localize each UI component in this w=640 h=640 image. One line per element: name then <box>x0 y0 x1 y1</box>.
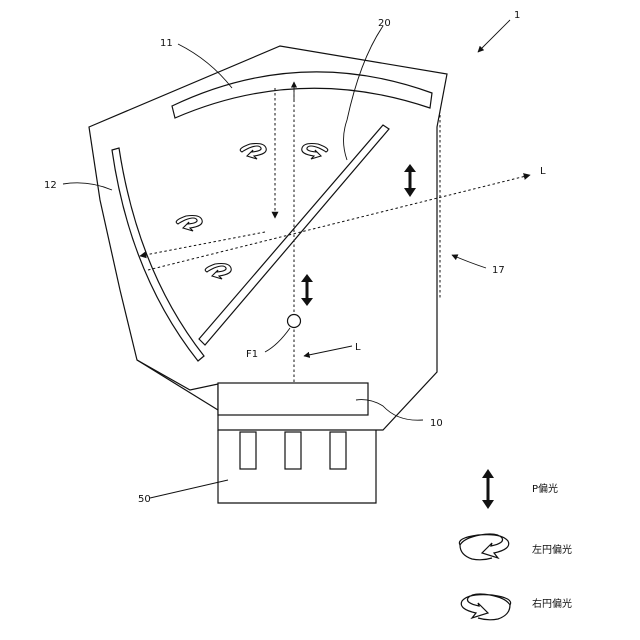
focus-point <box>288 315 301 328</box>
label-focus: F1 <box>246 349 258 360</box>
label-light-bottom: L <box>355 342 361 353</box>
legend-p-polarized-label: P偏光 <box>532 482 558 495</box>
label-mirror-top: 11 <box>160 38 173 49</box>
mirror-left <box>112 148 204 361</box>
legend-left-circular-label: 左円偏光 <box>532 543 572 556</box>
legend-right-circular-label: 右円偏光 <box>532 597 572 610</box>
label-beam-splitter: 20 <box>378 18 391 29</box>
label-window: 17 <box>492 265 505 276</box>
circular-polarization-icon <box>176 216 202 232</box>
ray-to-left-mirror <box>140 232 265 256</box>
circular-polarization-icon <box>205 264 231 280</box>
legend-right-circular-icon <box>461 594 510 620</box>
light-source-box <box>218 383 368 415</box>
label-light-source: 10 <box>430 418 443 429</box>
legend-left-circular-icon <box>459 534 508 560</box>
legend-p-polarized-arrow <box>482 469 494 509</box>
label-base: 50 <box>138 494 151 505</box>
base-pin-1 <box>240 432 256 469</box>
leader-1 <box>478 20 510 52</box>
leader-50 <box>150 480 228 498</box>
circular-polarization-icon <box>240 144 266 160</box>
mirror-top <box>172 72 432 118</box>
ray-L-right <box>148 175 530 270</box>
leader-11 <box>178 44 232 88</box>
label-device: 1 <box>514 10 520 21</box>
circular-polarization-icon <box>302 144 328 160</box>
base-pin-3 <box>330 432 346 469</box>
leader-17 <box>452 255 486 268</box>
label-light-right: L <box>540 166 546 177</box>
p-polarization-arrow-center <box>301 274 313 306</box>
leader-L-bottom <box>304 346 352 356</box>
p-polarization-arrow-right <box>404 164 416 197</box>
base-pin-2 <box>285 432 301 469</box>
label-mirror-left: 12 <box>44 180 57 191</box>
leader-F1 <box>265 328 290 352</box>
housing-lower <box>137 360 218 410</box>
housing-outline <box>89 46 447 430</box>
leader-12 <box>63 183 112 190</box>
